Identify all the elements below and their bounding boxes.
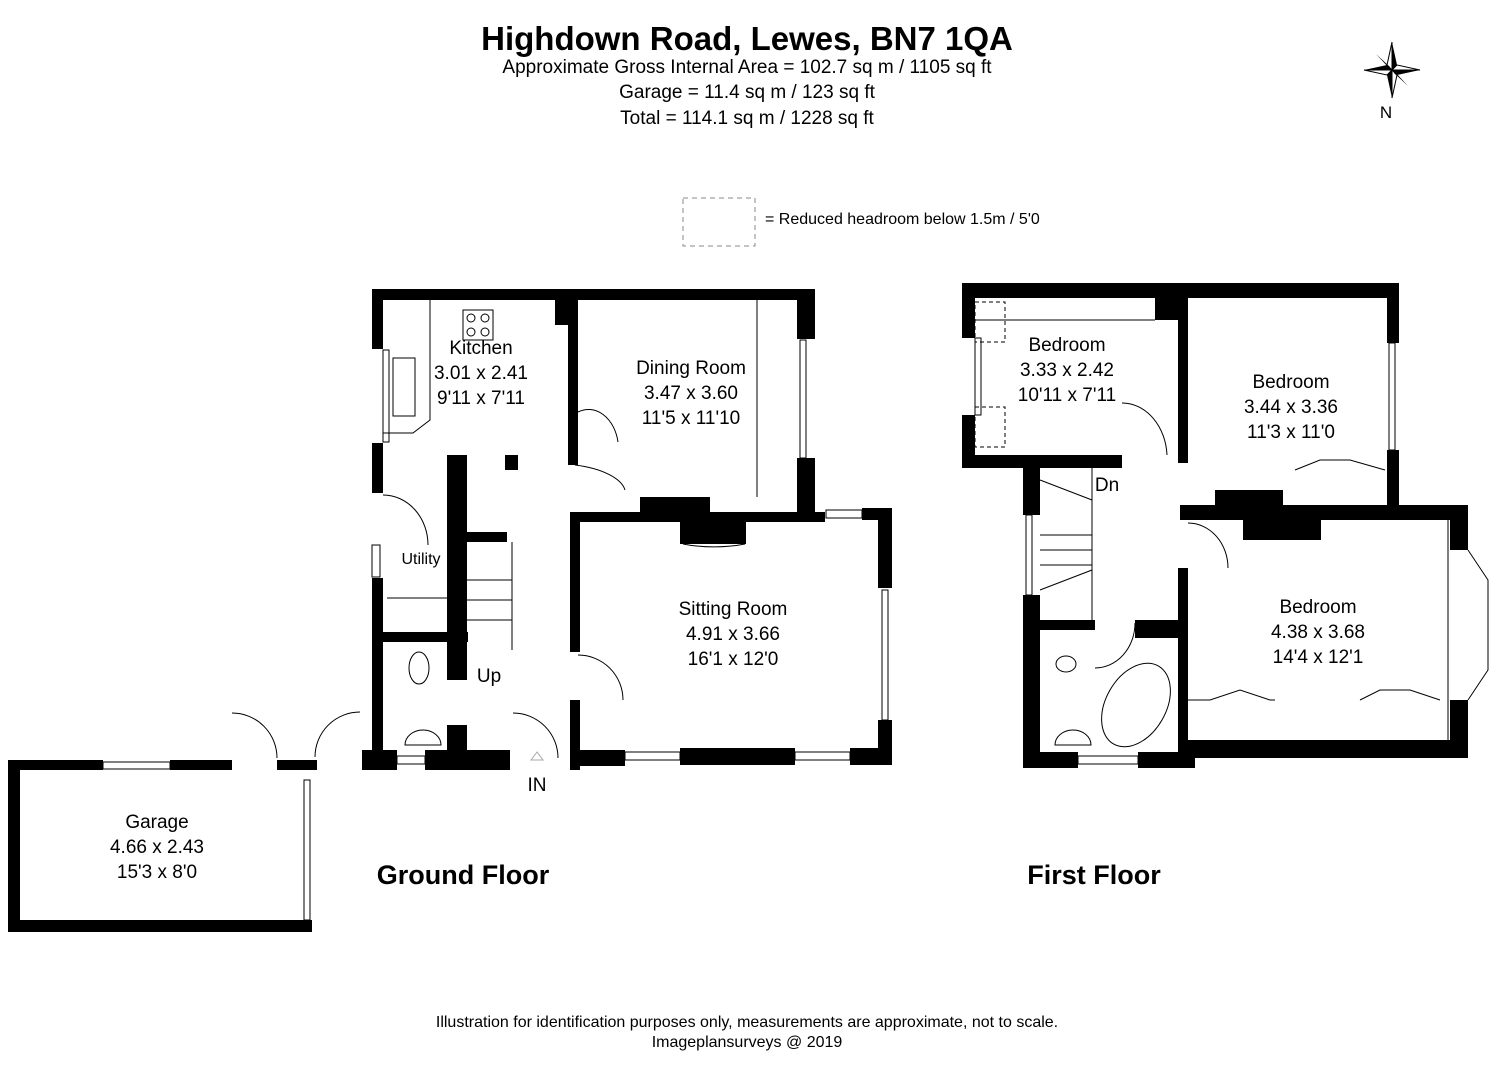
entrance-arrow-icon: [530, 751, 544, 761]
first-floor-fixtures: [974, 301, 1489, 765]
gross-area: Approximate Gross Internal Area = 102.7 …: [502, 57, 992, 78]
room-name: Bedroom: [1279, 597, 1357, 618]
room-imperial: 11'3 x 11'0: [1247, 422, 1335, 443]
stairs-up-label: Up: [476, 666, 502, 687]
room-metric: 4.91 x 3.66: [685, 624, 781, 645]
page-title: Highdown Road, Lewes, BN7 1QA: [481, 20, 1013, 57]
room-metric: 3.33 x 2.42: [1019, 360, 1115, 381]
room-metric: 3.01 x 2.41: [433, 363, 529, 384]
room-name: Bedroom: [1252, 372, 1330, 393]
room-kitchen: Kitchen 3.01 x 2.41 9'11 x 7'11: [434, 336, 528, 411]
first-floor-walls: [962, 283, 1468, 768]
ground-floor-label: Ground Floor: [376, 860, 550, 890]
room-metric: 3.44 x 3.36: [1243, 397, 1339, 418]
entrance-label: IN: [527, 775, 547, 796]
stairs-down-label: Dn: [1094, 475, 1120, 496]
garage-area: Garage = 11.4 sq m / 123 sq ft: [619, 82, 875, 103]
room-bedroom-main: Bedroom 4.38 x 3.68 14'4 x 12'1: [1271, 595, 1365, 670]
room-name: Dining Room: [636, 358, 746, 379]
room-bedroom-small: Bedroom 3.33 x 2.42 10'11 x 7'11: [1018, 333, 1116, 408]
room-imperial: 14'4 x 12'1: [1272, 647, 1364, 668]
utility-label: Utility: [401, 551, 441, 568]
room-name: Sitting Room: [678, 599, 788, 620]
room-name: Kitchen: [449, 338, 513, 359]
room-dining: Dining Room 3.47 x 3.60 11'5 x 11'10: [636, 356, 746, 431]
compass-north-label: N: [1379, 103, 1393, 122]
total-area: Total = 114.1 sq m / 1228 sq ft: [620, 108, 874, 129]
room-imperial: 11'5 x 11'10: [641, 408, 741, 429]
room-bedroom-rear: Bedroom 3.44 x 3.36 11'3 x 11'0: [1244, 370, 1338, 445]
first-floor-label: First Floor: [1027, 860, 1161, 890]
compass-rose-icon: [1363, 41, 1421, 99]
room-imperial: 15'3 x 8'0: [116, 862, 198, 883]
disclaimer: Illustration for identification purposes…: [435, 1014, 1059, 1031]
room-imperial: 9'11 x 7'11: [437, 388, 525, 409]
garage-walls: [8, 760, 317, 932]
credit: Imageplansurveys @ 2019: [651, 1034, 843, 1051]
room-imperial: 16'1 x 12'0: [687, 649, 779, 670]
room-metric: 4.66 x 2.43: [109, 837, 205, 858]
room-name: Garage: [125, 812, 189, 833]
room-sitting: Sitting Room 4.91 x 3.66 16'1 x 12'0: [679, 597, 788, 672]
ground-floor-fixtures: [231, 300, 889, 765]
ground-floor-walls: [362, 289, 892, 770]
room-metric: 3.47 x 3.60: [643, 383, 739, 404]
room-garage: Garage 4.66 x 2.43 15'3 x 8'0: [110, 810, 204, 885]
reduced-headroom-swatch: [682, 197, 756, 247]
room-imperial: 10'11 x 7'11: [1017, 385, 1117, 406]
room-metric: 4.38 x 3.68: [1270, 622, 1366, 643]
room-name: Bedroom: [1028, 335, 1106, 356]
legend-text: = Reduced headroom below 1.5m / 5'0: [765, 211, 1040, 228]
